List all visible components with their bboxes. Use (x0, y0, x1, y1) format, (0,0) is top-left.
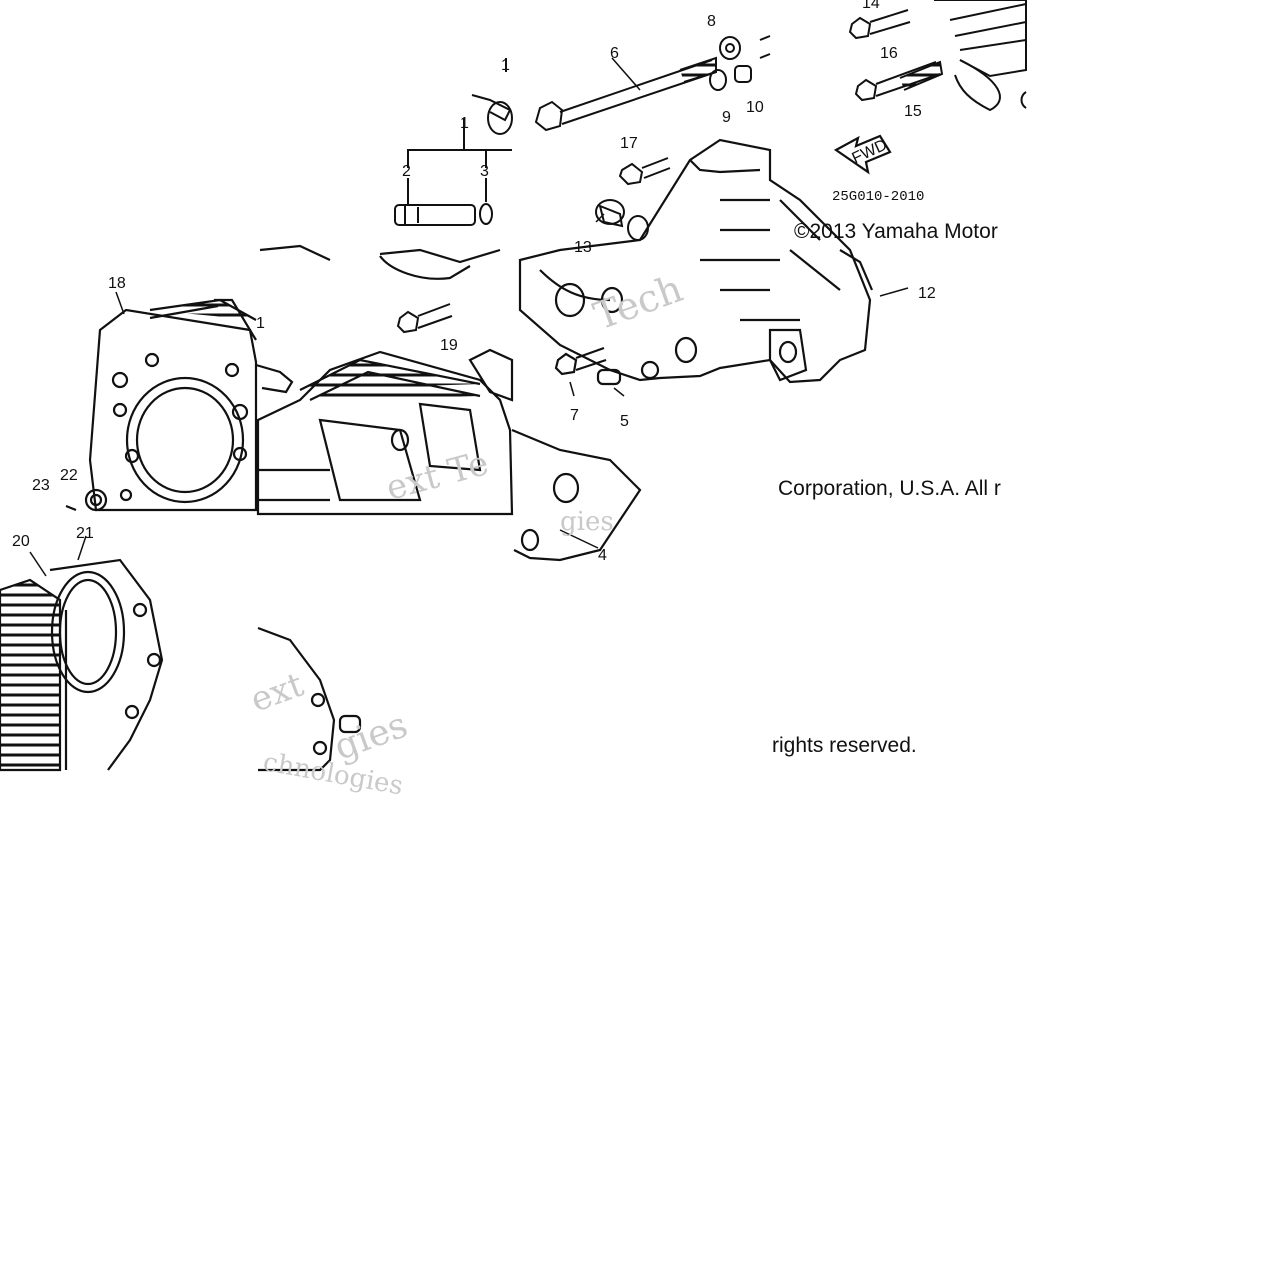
copyright-line-1: ©2013 Yamaha Motor (794, 220, 998, 243)
callout-16: 16 (880, 45, 898, 62)
callout-22: 22 (60, 467, 78, 484)
callout-23: 23 (32, 477, 50, 494)
callout-12: 12 (918, 285, 936, 302)
callout-1: 1 (256, 315, 265, 332)
callout-17: 17 (620, 135, 638, 152)
watermark: ext (245, 665, 309, 721)
callout-7: 7 (570, 407, 579, 424)
watermark: Tech (588, 266, 688, 338)
cylinder-head-12 (518, 138, 909, 397)
callout-5: 5 (620, 413, 629, 430)
callout-10: 10 (746, 99, 764, 116)
tile-top-left-blank (0, 0, 258, 256)
callout-14: 14 (862, 0, 880, 12)
callout-3: 3 (480, 163, 489, 180)
callout-13: 13 (574, 239, 592, 256)
callout-4: 4 (598, 547, 607, 564)
cylinder-block-center (256, 244, 642, 562)
watermark: ext Te (382, 443, 493, 509)
callout-6: 6 (610, 45, 619, 62)
callout-21: 21 (76, 525, 94, 542)
copyright-line-2: Corporation, U.S.A. All r (778, 477, 1001, 500)
head-gasket-18 (65, 291, 294, 512)
watermark: gies (560, 507, 614, 537)
bolt-19 (396, 303, 453, 334)
callout-15: 15 (904, 103, 922, 120)
lower-gasket-detail (257, 626, 362, 772)
watermark: gies (329, 705, 413, 769)
callout-2: 2 (402, 163, 411, 180)
callout-1: 1 (501, 57, 510, 74)
callout-18: 18 (108, 275, 126, 292)
callout-20: 20 (12, 533, 30, 550)
part-code: 25G010-2010 (832, 189, 924, 205)
cylinder-20-21 (0, 535, 164, 772)
callouts: 1 1 2 3 4 5 6 7 8 9 10 12 13 14 15 16 17… (12, 0, 936, 564)
copyright-line-3: rights reserved. (772, 734, 917, 757)
head-bolt-group (534, 35, 771, 241)
callout-9: 9 (722, 109, 731, 126)
watermark: chnologies (261, 747, 405, 801)
callout-19: 19 (440, 337, 458, 354)
callout-8: 8 (707, 13, 716, 30)
callout-1: 1 (460, 115, 469, 132)
valve-guide-group (394, 58, 513, 226)
upper-right-bolts (833, 0, 1027, 175)
